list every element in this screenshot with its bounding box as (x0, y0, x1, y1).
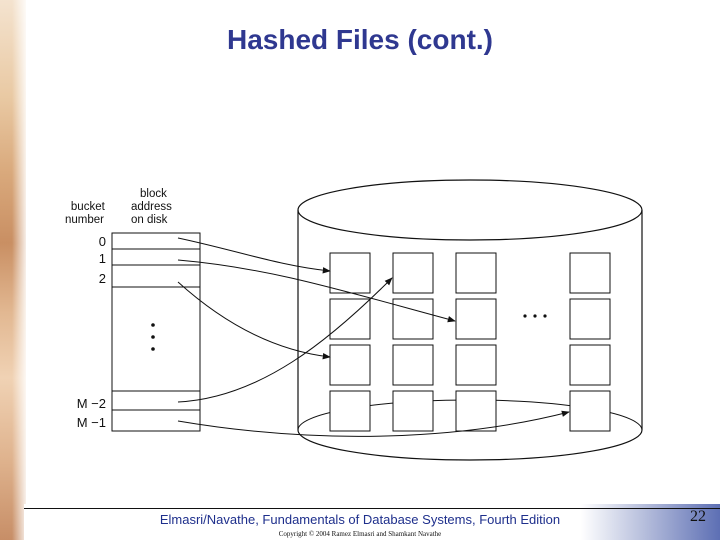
address-header-line-2: address (131, 201, 172, 213)
page-number: 22 (690, 508, 706, 525)
address-header-line-1: block (140, 188, 167, 200)
arrow-bucket-1 (177, 259, 456, 323)
arrow-bucket-m-2 (177, 277, 393, 403)
bucket-header-line-2: number (65, 214, 104, 226)
arrow-bucket-m-1 (177, 410, 570, 437)
hashing-diagram: bucket number block address on disk 0 1 … (65, 179, 643, 461)
arrow-bucket-2 (177, 281, 331, 360)
copyright-text: Copyright © 2004 Ramez Elmasri and Shamk… (278, 530, 442, 538)
footer-divider (24, 508, 720, 509)
bucket-label-m-minus-1: M −1 (77, 415, 106, 430)
bucket-label-2: 2 (99, 271, 106, 286)
bucket-header-line-1: bucket (71, 201, 106, 213)
slide-title: Hashed Files (cont.) (226, 24, 494, 55)
disk-blocks (329, 252, 611, 432)
bucket-directory-table (111, 232, 201, 432)
vertical-ellipsis (151, 323, 155, 351)
bucket-label-0: 0 (99, 234, 106, 249)
bucket-number-header: bucket number (65, 201, 108, 226)
footer-background (24, 504, 720, 540)
desert-background-strip (0, 0, 26, 540)
arrow-bucket-0 (177, 237, 331, 274)
block-address-header: block address on disk (131, 188, 175, 226)
address-header-line-3: on disk (131, 214, 168, 226)
bucket-label-m-minus-2: M −2 (77, 396, 106, 411)
footer-text: Elmasri/Navathe, Fundamentals of Databas… (159, 512, 561, 527)
bucket-label-1: 1 (99, 251, 106, 266)
bucket-pointer-arrows (177, 237, 570, 437)
horizontal-ellipsis (523, 314, 547, 318)
